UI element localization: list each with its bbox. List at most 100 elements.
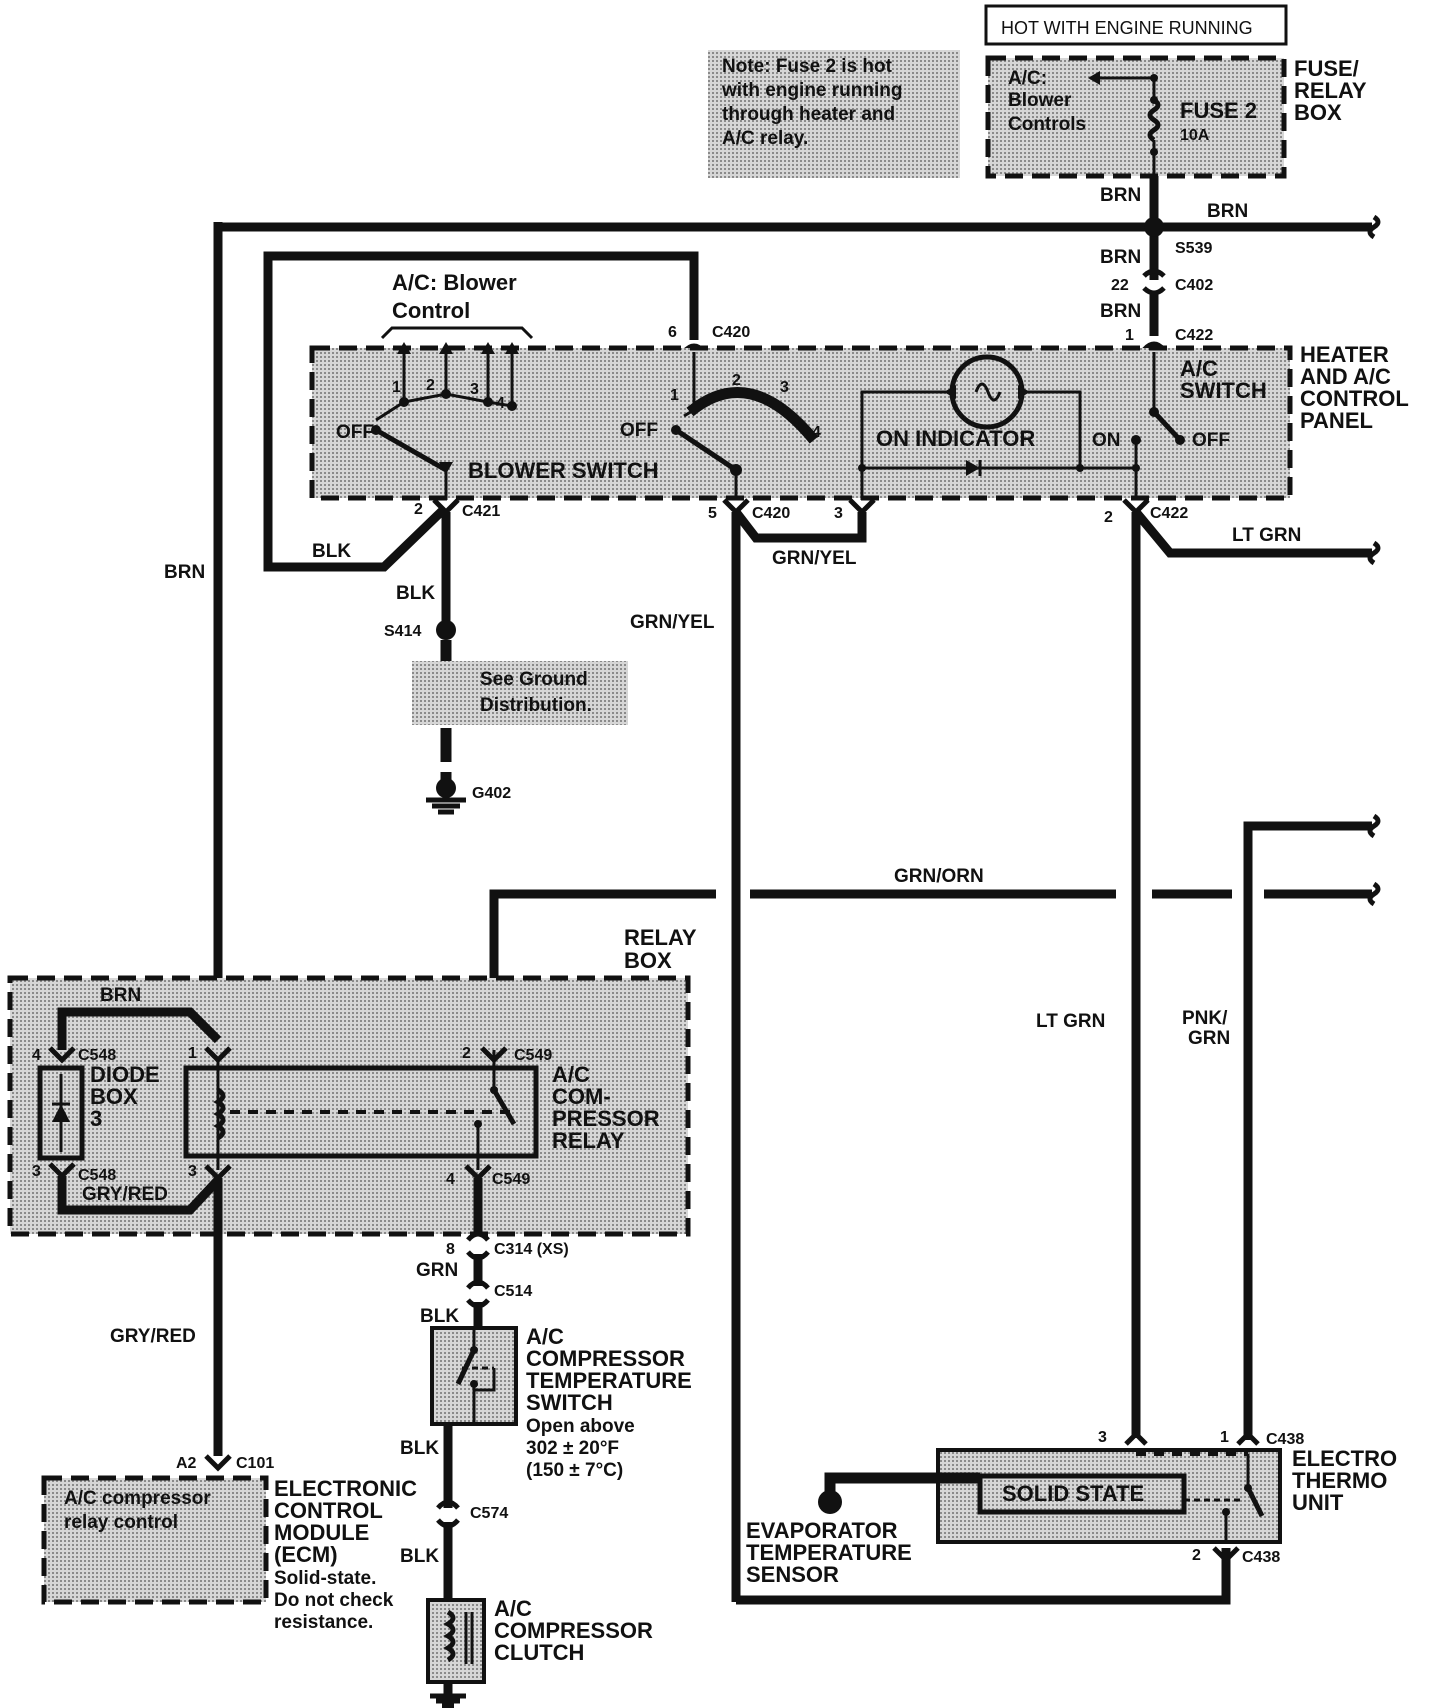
- fuse-2-label: FUSE 2: [1180, 98, 1257, 123]
- blk-label-2: BLK: [400, 1438, 439, 1459]
- pin-22-label: 22: [1111, 277, 1129, 294]
- ac-switch: A/C SWITCH ON OFF: [1092, 352, 1267, 500]
- c548-bottom-label: C548: [78, 1167, 116, 1184]
- blk-label-1: BLK: [420, 1306, 459, 1327]
- temp-switch-label-2: COMPRESSOR: [526, 1346, 685, 1371]
- diode-box-label-2: BOX: [90, 1084, 138, 1109]
- ecm-desc-2: Do not check: [274, 1590, 394, 1611]
- hot-engine-running-header: HOT WITH ENGINE RUNNING: [984, 4, 1288, 46]
- lt-grn-label-1: LT GRN: [1232, 525, 1301, 546]
- c402-label: C402: [1175, 277, 1213, 294]
- pin-3-relay: 3: [188, 1163, 197, 1180]
- center-pos-1: 1: [670, 387, 679, 404]
- blower-pos-2: 2: [426, 377, 435, 394]
- pin-4-c549: 4: [446, 1171, 455, 1188]
- compressor-chain: 8 C314 (XS) GRN C514 BLK A/C COMPRESSOR …: [400, 1178, 692, 1708]
- blower-control-label-1: A/C: Blower: [392, 270, 517, 295]
- ecm-note-1: A/C compressor: [64, 1488, 211, 1509]
- connector-c420-pin3: [848, 498, 876, 516]
- heater-title-2: AND A/C: [1300, 364, 1391, 389]
- note-line-3: through heater and: [722, 104, 895, 125]
- fuse-relay-box: A/C: Blower Controls FUSE 2 10A FUSE/ RE…: [985, 55, 1367, 179]
- see-ground-note: [412, 661, 628, 725]
- relay-label-3: PRESSOR: [552, 1106, 660, 1131]
- grn-yel-wires: GRN/YEL GRN/YEL: [630, 509, 1231, 1605]
- blower-off-label: OFF: [336, 422, 374, 443]
- c422-bottom-label: C422: [1150, 505, 1188, 522]
- temp-switch-label-1: A/C: [526, 1324, 564, 1349]
- temp-switch-label-3: TEMPERATURE: [526, 1368, 692, 1393]
- electro-thermo-label-2: THERMO: [1292, 1468, 1387, 1493]
- pin-4-c548: 4: [32, 1047, 41, 1064]
- fuse-ac-label-1: A/C:: [1008, 68, 1047, 89]
- relay-box-title-2: BOX: [624, 948, 672, 973]
- note-line-2: with engine running: [721, 80, 902, 101]
- fuse-relay-title-1: FUSE/: [1294, 56, 1359, 81]
- blower-pos-4: 4: [496, 395, 505, 412]
- relay-box-title-1: RELAY: [624, 925, 697, 950]
- blower-control-label-2: Control: [392, 298, 470, 323]
- c438-bottom-label: C438: [1242, 1549, 1280, 1566]
- on-indicator-label: ON INDICATOR: [876, 426, 1035, 451]
- arrow-icon: [1088, 71, 1100, 85]
- pin-2-c422: 2: [1104, 509, 1113, 526]
- center-pos-4: 4: [812, 424, 821, 441]
- temp-switch-spec-2: 302 ± 20°F: [526, 1438, 619, 1459]
- gry-red-label: GRY/RED: [110, 1326, 196, 1347]
- diode-icon: [966, 460, 980, 476]
- pnk-grn-label-1: PNK/: [1182, 1008, 1228, 1029]
- center-pos-3: 3: [780, 379, 789, 396]
- ecm-title-1: ELECTRONIC: [274, 1476, 417, 1501]
- pin-3-c438: 3: [1098, 1429, 1107, 1446]
- temp-switch-spec-3: (150 ± 7°C): [526, 1460, 623, 1481]
- note-line-4: A/C relay.: [722, 128, 808, 149]
- pnk-grn-wire: PNK/ GRN: [1182, 813, 1381, 1440]
- ecm-desc-3: resistance.: [274, 1612, 373, 1633]
- pin-1-c438: 1: [1220, 1429, 1229, 1446]
- compressor-relay: [183, 1065, 539, 1159]
- pin-3-c420: 3: [834, 505, 843, 522]
- relay-label-1: A/C: [552, 1062, 590, 1087]
- pin-1-c422-label: 1: [1125, 327, 1134, 344]
- c420-top-label: C420: [712, 324, 750, 341]
- pin-2-c549: 2: [462, 1045, 471, 1062]
- fuse-ac-label-2: Blower: [1008, 90, 1072, 111]
- brn-feed: BRN BRN BRN S539 22 C402 BRN 1 C422: [214, 176, 1381, 352]
- evap-sensor-icon: [818, 1490, 842, 1514]
- evap-label-1: EVAPORATOR: [746, 1518, 898, 1543]
- fuse-ac-label-3: Controls: [1008, 114, 1086, 135]
- relay-label-4: RELAY: [552, 1128, 625, 1153]
- connector-c422-pin2: [1122, 498, 1150, 516]
- pin-a2-label: A2: [176, 1455, 197, 1472]
- blk-label-3: BLK: [400, 1546, 439, 1567]
- c514-label: C514: [494, 1283, 532, 1300]
- clutch-label-3: CLUTCH: [494, 1640, 584, 1665]
- grn-yel-label-1: GRN/YEL: [772, 548, 857, 569]
- brn-label-left: BRN: [164, 562, 205, 583]
- center-off-label: OFF: [620, 420, 658, 441]
- pin-2-c421: 2: [414, 501, 423, 518]
- c420-bottom-label: C420: [752, 505, 790, 522]
- connector-c420-pin5: [722, 498, 750, 516]
- ecm: A/C compressor relay control ELECTRONIC …: [41, 1475, 417, 1633]
- gry-red-relay-label: GRY/RED: [82, 1184, 168, 1205]
- clutch-coil-icon: [443, 1609, 456, 1663]
- fuse-relay-title-3: BOX: [1294, 100, 1342, 125]
- blower-pos-3: 3: [470, 381, 479, 398]
- c314-label: C314 (XS): [494, 1241, 569, 1258]
- blower-control-bracket: A/C: Blower Control: [380, 270, 534, 340]
- fuse-relay-title-2: RELAY: [1294, 78, 1367, 103]
- panel-bottom-connectors: 2 C421 5 C420 3 2 C422: [414, 498, 1188, 526]
- ecm-desc-1: Solid-state.: [274, 1568, 376, 1589]
- pin-1-relay: 1: [188, 1045, 197, 1062]
- center-switch: 1 2 3 4 OFF: [620, 352, 821, 500]
- c549-bottom-label: C549: [492, 1171, 530, 1188]
- brn-label-1: BRN: [1100, 185, 1141, 206]
- diode-box-label-3: 3: [90, 1106, 102, 1131]
- see-ground-line-1: See Ground: [480, 669, 588, 690]
- electro-thermo-label-1: ELECTRO: [1292, 1446, 1397, 1471]
- pin-8-label: 8: [446, 1241, 455, 1258]
- temp-switch-label-4: SWITCH: [526, 1390, 613, 1415]
